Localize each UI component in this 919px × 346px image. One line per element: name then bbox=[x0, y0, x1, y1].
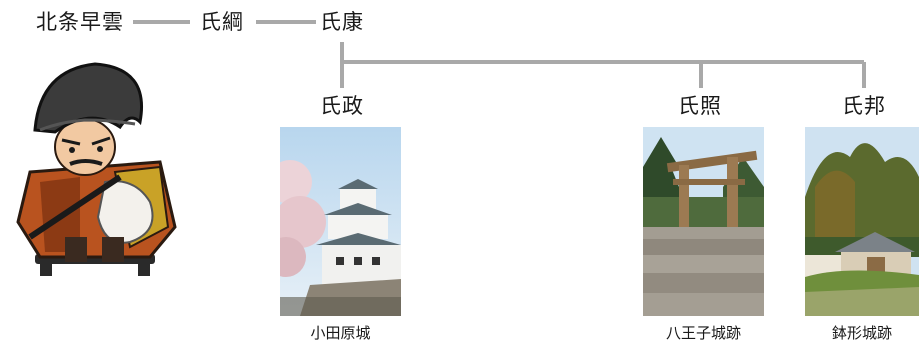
hachioji-castle-ruins-photo bbox=[643, 127, 764, 316]
name-child-3: 氏邦 bbox=[842, 94, 886, 118]
ruins-image-icon bbox=[643, 127, 764, 316]
odawara-castle-photo bbox=[280, 127, 401, 316]
caption-castle-3: 鉢形城跡 bbox=[831, 324, 892, 342]
name-founder: 北条早雲 bbox=[36, 10, 124, 34]
name-child-2: 氏照 bbox=[678, 94, 722, 118]
castle-image-icon bbox=[280, 127, 401, 316]
name-third: 氏康 bbox=[320, 10, 364, 34]
name-second: 氏綱 bbox=[200, 10, 244, 34]
caption-castle-2: 八王子城跡 bbox=[665, 324, 741, 342]
samurai-mascot-icon bbox=[16, 62, 177, 276]
caption-castle-1: 小田原城 bbox=[310, 324, 371, 342]
hachigata-castle-ruins-photo bbox=[805, 127, 919, 316]
ruins-gate-image-icon bbox=[805, 127, 919, 316]
name-child-1: 氏政 bbox=[320, 94, 364, 118]
